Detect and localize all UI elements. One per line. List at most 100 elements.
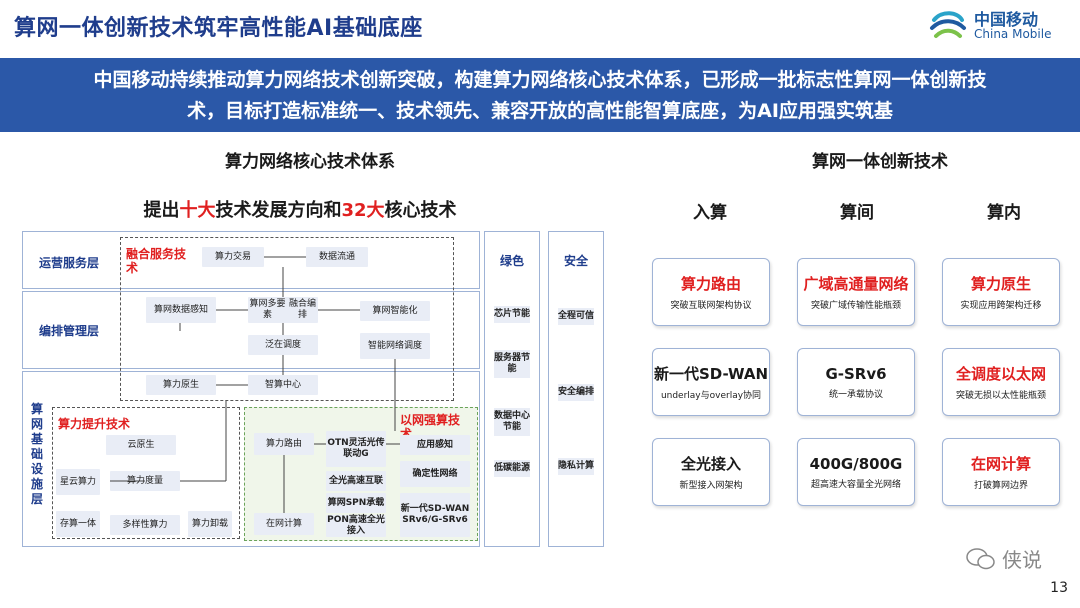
tech-card-title: 算力原生 — [970, 275, 1031, 293]
tech-card: G-SRv6 统一承载协议 — [797, 348, 915, 416]
band-label-ops: 运营服务层 — [39, 256, 100, 270]
green-item: 数据中心节能 — [494, 408, 530, 436]
cell-perceive: 算网数据感知 — [146, 297, 216, 323]
tech-card: 算力路由突破互联网架构协议 — [652, 258, 770, 326]
cell-text: 融合编排 — [288, 299, 316, 320]
tech-card-title: 新一代SD-WAN — [653, 365, 769, 383]
tech-card: 全调度以太网突破无损以太性能瓶颈 — [942, 348, 1060, 416]
cell-appaware: 应用感知 — [400, 435, 470, 455]
cell-text: 力 — [87, 476, 97, 487]
security-item: 隐私计算 — [558, 458, 594, 475]
cell-text: 算网数据感 — [153, 304, 199, 315]
summary-banner: 中国移动持续推动算力网络技术创新突破，构建算力网络核心技术体系，已形成一批标志性… — [0, 58, 1080, 132]
cell-star: 星云算力 — [56, 469, 100, 495]
infra-char: 层 — [31, 492, 44, 506]
col-head-inside: 算内 — [987, 203, 1021, 223]
infra-char: 设 — [31, 462, 44, 476]
cell-unload: 算力卸载 — [188, 511, 232, 537]
subtitle-part: 核心技术 — [384, 200, 457, 221]
security-item: 安全编排 — [558, 384, 594, 401]
infra-char: 施 — [31, 477, 44, 491]
cell-diverse: 多样性算力 — [110, 515, 180, 535]
tech-card-desc: 打破算网边界 — [973, 481, 1028, 491]
power-boost-label: 算力提升技术 — [58, 417, 131, 431]
cell-measure: 算力度量 — [110, 471, 180, 491]
cell-text: 知 — [199, 304, 209, 315]
cell-text: 载 — [219, 518, 229, 529]
tech-card: 广域高通量网络突破广域传输性能瓶颈 — [797, 258, 915, 326]
tech-card-desc: 突破广域传输性能瓶颈 — [810, 301, 901, 311]
left-section-title: 算力网络核心技术体系 — [225, 152, 395, 172]
cell-text: 智能网络 — [367, 340, 404, 351]
cell-text: 体 — [87, 518, 97, 529]
tech-card-title: 广域高通量网络 — [803, 275, 909, 293]
fusion-label-line: 术 — [126, 261, 139, 275]
watermark-text: 侠说 — [1002, 548, 1042, 572]
cell-text: 调度 — [404, 340, 423, 351]
subtitle-highlight: 十大 — [179, 200, 216, 221]
cell-fullopt: 全光高速互联 — [326, 471, 386, 491]
fusion-service-label: 融合服务技 术 — [126, 247, 186, 275]
tech-card: 算力原生实现应用跨架构迁移 — [942, 258, 1060, 326]
subtitle-part: 技术发展方向和 — [215, 200, 342, 221]
tech-card-desc: 突破无损以太性能瓶颈 — [955, 391, 1046, 401]
security-column: 安全 全程可信 安全编排 隐私计算 — [548, 231, 604, 547]
cell-determ: 确定性网络 — [400, 461, 470, 487]
tech-card-title: 全光接入 — [680, 455, 741, 473]
left-subtitle: 提出十大技术发展方向和32大核心技术 — [40, 196, 560, 222]
col-head-entry: 入算 — [693, 203, 727, 223]
tech-card: 在网计算打破算网边界 — [942, 438, 1060, 506]
cell-route: 算力路由 — [254, 433, 314, 455]
logo-text-en: China Mobile — [974, 27, 1052, 42]
banner-line-2: 术，目标打造标准统一、技术领先、兼容开放的高性能智算底座，为AI应用强实筑基 — [187, 100, 893, 122]
tech-card: 400G/800G 超高速大容量全光网络 — [797, 438, 915, 506]
tech-card-desc: 实现应用跨架构迁移 — [960, 301, 1042, 311]
banner-line-1: 中国移动持续推动算力网络技术创新突破，构建算力网络核心技术体系，已形成一批标志性… — [93, 69, 987, 91]
cell-smart: 算网智能化 — [360, 301, 430, 321]
wechat-icon — [966, 547, 995, 569]
tech-card-title: 全调度以太网 — [955, 365, 1046, 383]
infra-char: 基 — [31, 432, 44, 446]
tech-card-desc: 突破互联网架构协议 — [670, 301, 752, 311]
fusion-service-box — [120, 237, 454, 401]
tech-card-title: 400G/800G — [809, 454, 903, 473]
tech-card-desc: 统一承载协议 — [828, 389, 883, 400]
subtitle-part: 提出 — [143, 200, 180, 221]
cell-multi: 算网多要素融合编排 — [248, 297, 318, 323]
cell-spn: 算网SPN承载 — [326, 493, 386, 513]
tech-card-title: G-SRv6 — [825, 364, 887, 383]
cell-cloud: 云原生 — [106, 435, 176, 455]
cell-text: 星云算 — [59, 476, 87, 487]
tech-card-desc: 新型接入网架构 — [679, 481, 743, 491]
band-label-orch: 编排管理层 — [39, 324, 100, 338]
tech-card-title: 算力路由 — [680, 275, 741, 293]
infra-char: 础 — [31, 447, 44, 461]
infra-char: 网 — [31, 417, 44, 431]
cell-ubiq: 泛在调度 — [248, 335, 318, 355]
page-title: 算网一体创新技术筑牢高性能AI基础底座 — [14, 16, 423, 41]
netpower-label-line: 以网强算技 — [400, 413, 461, 427]
green-item: 服务器节能 — [494, 350, 530, 378]
power-boost-box — [52, 407, 240, 539]
cell-flow: 数据流通 — [306, 247, 368, 267]
cell-text: 存算一 — [59, 518, 87, 529]
tech-card: 全光接入新型接入网架构 — [652, 438, 770, 506]
page-number: 13 — [1050, 580, 1068, 596]
china-mobile-logo-icon — [930, 11, 966, 38]
band-ops: 运营服务层 — [22, 231, 480, 289]
cell-trade: 算力交易 — [202, 247, 264, 267]
cell-otn: OTN灵活光传联动G — [326, 431, 386, 467]
cell-center: 智算中心 — [248, 375, 318, 395]
cell-text: 确定性网 — [412, 468, 449, 479]
band-label-infra: 算 网 基 础 设 施 层 — [31, 402, 47, 507]
tech-card-title: 在网计算 — [970, 455, 1031, 473]
cell-pon: PON高速全光接入 — [326, 515, 386, 537]
col-head-between: 算间 — [840, 203, 874, 223]
tech-card-desc: 超高速大容量全光网络 — [810, 479, 901, 490]
green-item: 芯片节能 — [494, 306, 530, 323]
security-item: 全程可信 — [558, 308, 594, 325]
cell-innet: 在网计算 — [254, 513, 314, 535]
cell-sdwan: 新一代SD-WAN SRv6/G-SRv6 — [400, 493, 470, 537]
cell-text: 算力卸 — [191, 518, 219, 529]
